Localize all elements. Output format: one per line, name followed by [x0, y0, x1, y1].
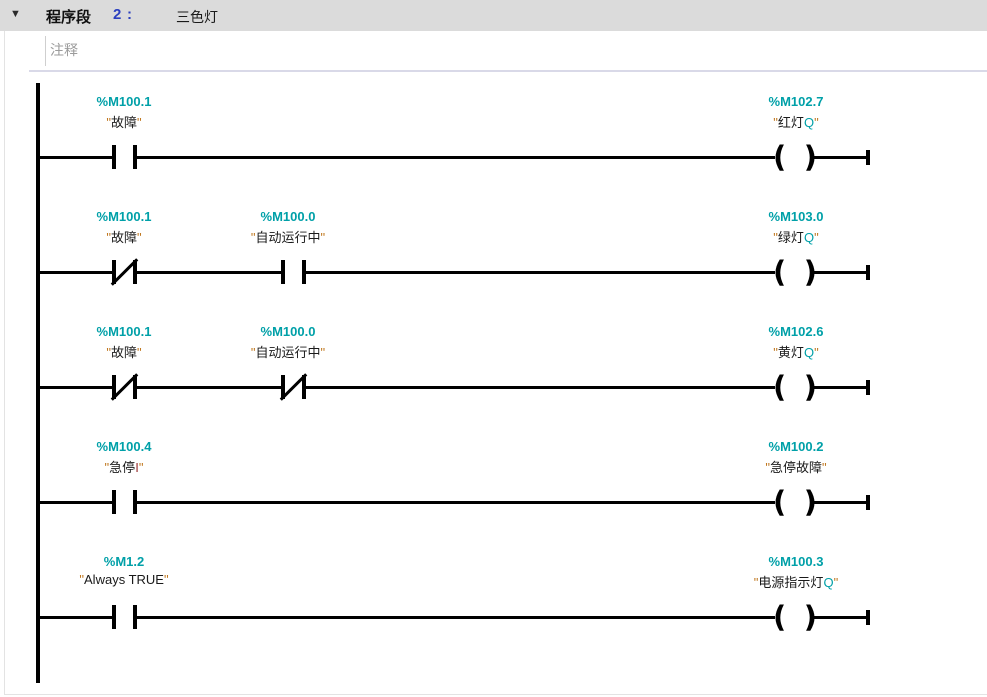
rung-wire: [38, 501, 113, 504]
contact-nc[interactable]: [110, 373, 139, 401]
contact-bar: [133, 605, 137, 629]
rung-end-marker: [866, 380, 870, 395]
coil-paren-right: ): [803, 370, 817, 404]
network-title[interactable]: 三色灯: [176, 9, 218, 25]
rung-end-marker: [866, 495, 870, 510]
contact-bar: [112, 145, 116, 169]
network-number: 2: [113, 6, 122, 23]
operand-name[interactable]: "急停故障": [765, 460, 827, 475]
rung-end-marker: [866, 265, 870, 280]
network-colon: :: [127, 6, 132, 23]
network-label: 程序段: [46, 9, 92, 26]
operand-address[interactable]: %M100.0: [260, 324, 316, 339]
rung-2: ( ) %M100.1 "故障" %M100.0 "自动运行中" %M103.0…: [0, 200, 987, 315]
coil-paren-right: ): [803, 140, 817, 174]
contact-bar: [281, 375, 285, 399]
contact-bar: [112, 375, 116, 399]
panel-left-border: [4, 31, 5, 694]
contact-bar: [133, 375, 137, 399]
operand-address[interactable]: %M100.1: [96, 209, 152, 224]
contact-bar: [133, 490, 137, 514]
rung-wire: [136, 501, 775, 504]
coil-paren-right: ): [803, 255, 817, 289]
contact-nc[interactable]: [110, 258, 139, 286]
operand-name[interactable]: "Always TRUE": [79, 572, 169, 587]
rung-wire: [813, 386, 868, 389]
rung-end-marker: [866, 150, 870, 165]
operand-address[interactable]: %M103.0: [768, 209, 824, 224]
output-coil[interactable]: ( ): [773, 251, 817, 293]
rung-wire: [38, 156, 113, 159]
coil-paren-right: ): [803, 485, 817, 519]
coil-paren-left: (: [773, 255, 787, 289]
rung-1: ( ) %M100.1 "故障" %M102.7 "红灯Q": [0, 85, 987, 200]
rung-wire: [305, 386, 775, 389]
rung-end-marker: [866, 610, 870, 625]
operand-address[interactable]: %M102.6: [768, 324, 824, 339]
comment-placeholder: 注释: [50, 42, 78, 58]
coil-paren-left: (: [773, 600, 787, 634]
operand-address[interactable]: %M100.2: [768, 439, 824, 454]
operand-address[interactable]: %M100.0: [260, 209, 316, 224]
operand-name[interactable]: "自动运行中": [250, 345, 326, 360]
rung-wire: [813, 616, 868, 619]
contact-bar: [302, 260, 306, 284]
contact-no[interactable]: [112, 605, 137, 629]
output-coil[interactable]: ( ): [773, 481, 817, 523]
contact-bar: [133, 260, 137, 284]
rung-wire: [38, 386, 113, 389]
operand-address[interactable]: %M102.7: [768, 94, 824, 109]
coil-paren-left: (: [773, 140, 787, 174]
rung-wire: [136, 271, 282, 274]
operand-name[interactable]: "故障": [106, 115, 142, 130]
rung-wire: [813, 156, 868, 159]
contact-bar: [133, 145, 137, 169]
operand-address[interactable]: %M100.4: [96, 439, 152, 454]
contact-bar: [112, 605, 116, 629]
contact-bar: [302, 375, 306, 399]
rung-3: ( ) %M100.1 "故障" %M100.0 "自动运行中" %M102.6…: [0, 315, 987, 430]
operand-address[interactable]: %M100.1: [96, 324, 152, 339]
output-coil[interactable]: ( ): [773, 596, 817, 638]
contact-no[interactable]: [112, 490, 137, 514]
collapse-triangle-icon[interactable]: ▼: [10, 8, 21, 20]
coil-paren-left: (: [773, 370, 787, 404]
contact-bar: [281, 260, 285, 284]
operand-name[interactable]: "绿灯Q": [773, 230, 819, 245]
panel-bottom-border: [4, 694, 987, 695]
rung-4: ( ) %M100.4 "急停I" %M100.2 "急停故障": [0, 430, 987, 545]
network-header: ▼ 程序段 2 : 三色灯: [0, 0, 987, 31]
operand-name[interactable]: "黄灯Q": [773, 345, 819, 360]
operand-name[interactable]: "急停I": [104, 460, 144, 475]
rung-wire: [305, 271, 775, 274]
contact-nc[interactable]: [279, 373, 308, 401]
contact-bar: [112, 260, 116, 284]
rung-wire: [38, 616, 113, 619]
power-rail: [36, 83, 40, 683]
coil-paren-left: (: [773, 485, 787, 519]
output-coil[interactable]: ( ): [773, 136, 817, 178]
operand-name[interactable]: "电源指示灯Q": [753, 575, 839, 590]
output-coil[interactable]: ( ): [773, 366, 817, 408]
contact-bar: [112, 490, 116, 514]
operand-address[interactable]: %M100.3: [768, 554, 824, 569]
contact-no[interactable]: [281, 260, 306, 284]
rung-wire: [136, 616, 775, 619]
operand-name[interactable]: "故障": [106, 230, 142, 245]
operand-name[interactable]: "自动运行中": [250, 230, 326, 245]
network-comment-field[interactable]: 注释: [45, 36, 976, 66]
contact-no[interactable]: [112, 145, 137, 169]
rung-wire: [813, 501, 868, 504]
operand-name[interactable]: "红灯Q": [773, 115, 819, 130]
comment-separator: [29, 70, 987, 72]
operand-name[interactable]: "故障": [106, 345, 142, 360]
operand-address[interactable]: %M100.1: [96, 94, 152, 109]
rung-wire: [38, 271, 113, 274]
rung-wire: [136, 386, 282, 389]
operand-address[interactable]: %M1.2: [103, 554, 145, 569]
rung-wire: [813, 271, 868, 274]
rung-5: ( ) %M1.2 "Always TRUE" %M100.3 "电源指示灯Q": [0, 545, 987, 660]
rung-wire: [136, 156, 775, 159]
coil-paren-right: ): [803, 600, 817, 634]
